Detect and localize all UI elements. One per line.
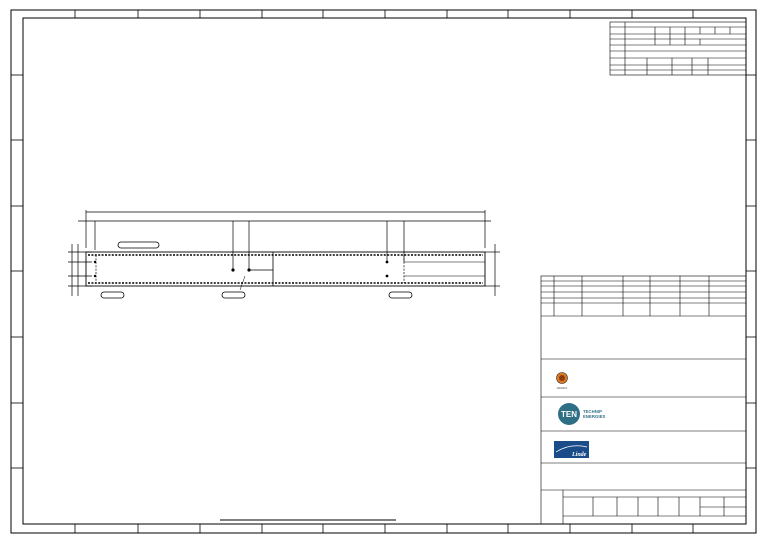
callout-tag [388, 291, 413, 299]
callout-tag [100, 291, 125, 299]
outer-border [10, 9, 757, 534]
ten-mark: TEN [561, 410, 577, 419]
linde-logo: Linde [554, 441, 589, 458]
callout-tag [117, 241, 160, 249]
node-point [385, 274, 389, 278]
node-point [93, 274, 97, 278]
callout-tag [221, 291, 246, 299]
node-point [385, 260, 389, 264]
node-point [247, 268, 251, 272]
pipe-assembly [85, 251, 486, 291]
ten-circle-icon [558, 403, 580, 425]
small-leader [239, 275, 246, 291]
dimension-lines [68, 210, 500, 296]
client-emblem-caption: ARAMCO [557, 387, 568, 390]
callout-tags [100, 241, 413, 299]
inner-border [22, 17, 747, 525]
linde-badge [554, 441, 589, 458]
ten-line2: ENERGIES [583, 414, 606, 419]
pipe-outline [85, 251, 486, 287]
zone-ticks [11, 10, 756, 533]
title-block [540, 275, 747, 525]
linde-arc-icon [555, 445, 588, 453]
node-point [93, 260, 97, 264]
revision-table [609, 21, 747, 76]
linde-wordmark: Linde [571, 452, 587, 458]
technip-energies-logo: TEN TECHNIP ENERGIES [558, 403, 606, 425]
node-point [231, 268, 235, 272]
ten-line1: TECHNIP [583, 409, 602, 414]
client-emblem-inner [559, 375, 565, 381]
client-emblem: ARAMCO [556, 372, 568, 390]
